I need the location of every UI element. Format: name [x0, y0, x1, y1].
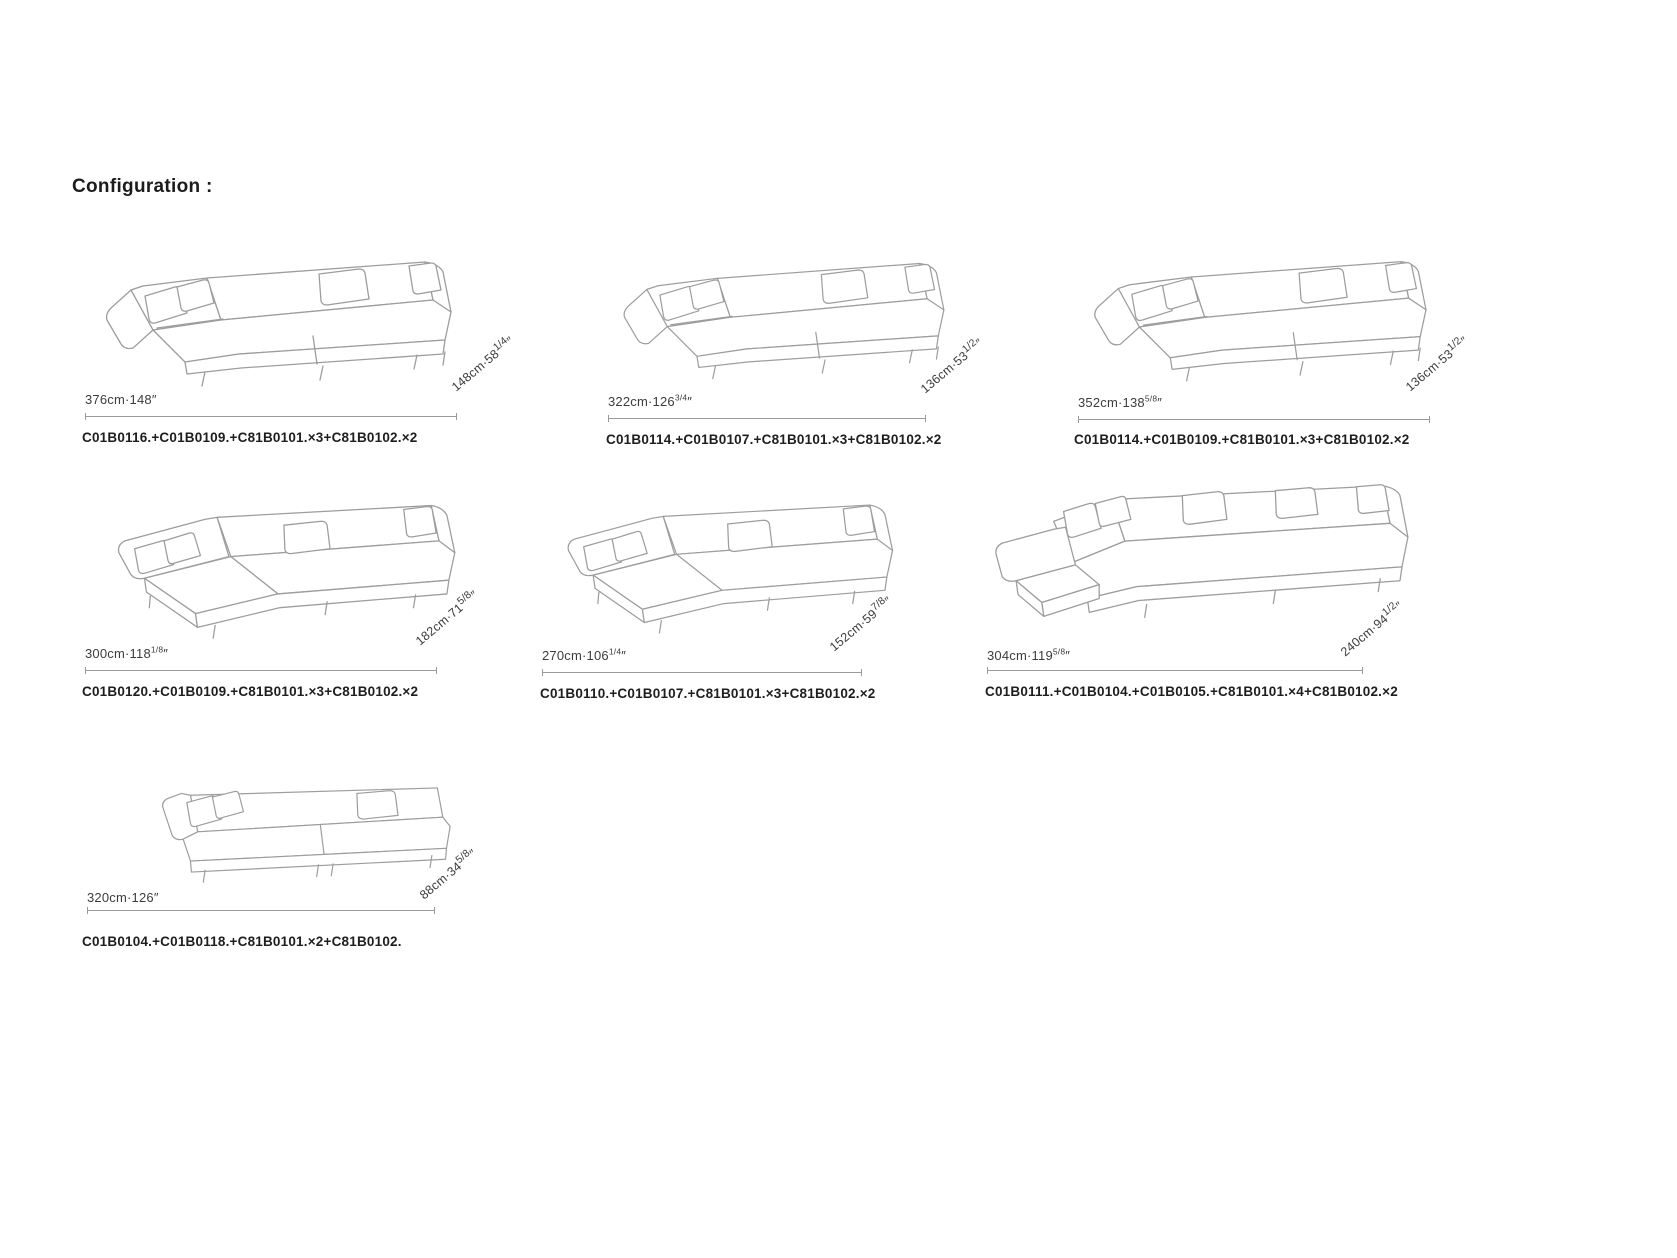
width-value: 320cm·126	[87, 890, 154, 905]
angled-sectional-sofa-drawing	[606, 240, 968, 390]
width-fraction: 3/4	[674, 392, 688, 403]
config-card-5: 152cm·597/8″ 270cm·1061/4″ C01B0110.+C01…	[528, 474, 948, 706]
width-dimension-line	[85, 667, 437, 674]
width-unit: ″	[621, 648, 627, 663]
width-unit: ″	[1157, 395, 1163, 410]
product-code: C01B0116.+C01B0109.+C81B0101.×3+C81B0102…	[82, 430, 418, 445]
width-dimension-label: 270cm·1061/4″	[542, 646, 627, 663]
width-dimension-line	[87, 907, 435, 914]
config-card-2: 136cm·531/2″ 322cm·1263/4″ C01B0114.+C01…	[592, 232, 1012, 452]
page-title: Configuration :	[72, 176, 213, 197]
width-value: 270cm·106	[542, 648, 609, 663]
product-code: C01B0114.+C01B0107.+C81B0101.×3+C81B0102…	[606, 432, 942, 447]
product-code: C01B0110.+C01B0107.+C81B0101.×3+C81B0102…	[540, 686, 876, 701]
chaise-sectional-sofa-drawing	[82, 480, 474, 645]
width-unit: ″	[151, 392, 157, 407]
width-dimension-label: 304cm·1195/8″	[987, 646, 1071, 663]
width-unit: ″	[1065, 648, 1071, 663]
width-fraction: 5/8	[1052, 646, 1066, 657]
width-dimension-line	[987, 667, 1363, 674]
config-card-7: 88cm·345/8″ 320cm·126″ C01B0104.+C01B011…	[70, 758, 540, 958]
width-value: 352cm·138	[1078, 395, 1145, 410]
width-dimension-label: 320cm·126″	[87, 890, 159, 905]
product-code: C01B0114.+C01B0109.+C81B0101.×3+C81B0102…	[1074, 432, 1410, 447]
config-card-6: 240cm·941/2″ 304cm·1195/8″ C01B0111.+C01…	[975, 458, 1445, 708]
angled-sectional-sofa-drawing	[82, 240, 482, 395]
width-dimension-label: 300cm·1181/8″	[85, 644, 169, 661]
width-dimension-line	[1078, 416, 1430, 423]
straight-sofa-drawing	[82, 766, 480, 894]
width-value: 322cm·126	[608, 394, 675, 409]
width-dimension-line	[85, 413, 457, 420]
config-card-3: 136cm·531/2″ 352cm·1385/8″ C01B0114.+C01…	[1060, 232, 1500, 452]
product-code: C01B0120.+C01B0109.+C81B0101.×3+C81B0102…	[82, 684, 419, 699]
width-value: 304cm·119	[987, 648, 1053, 663]
product-code: C01B0111.+C01B0104.+C01B0105.+C81B0101.×…	[985, 684, 1398, 699]
width-fraction: 1/4	[608, 646, 622, 657]
chaise-sectional-sofa-drawing	[542, 480, 902, 640]
width-value: 300cm·118	[85, 646, 151, 661]
width-fraction: 1/8	[150, 644, 164, 655]
config-card-1: 148cm·581/4″ 376cm·148″ C01B0116.+C01B01…	[70, 232, 630, 452]
width-value: 376cm·148	[85, 392, 152, 407]
width-dimension-label: 322cm·1263/4″	[608, 392, 693, 409]
width-fraction: 5/8	[1144, 393, 1158, 404]
width-unit: ″	[153, 890, 159, 905]
width-dimension-label: 376cm·148″	[85, 392, 157, 407]
width-dimension-line	[542, 669, 862, 676]
config-card-4: 182cm·715/8″ 300cm·1181/8″ C01B0120.+C01…	[70, 474, 540, 704]
product-code: C01B0104.+C01B0118.+C81B0101.×2+C81B0102…	[82, 934, 402, 949]
angled-sectional-sofa-drawing	[1076, 240, 1451, 390]
width-unit: ″	[687, 394, 693, 409]
width-dimension-label: 352cm·1385/8″	[1078, 393, 1163, 410]
width-dimension-line	[608, 415, 926, 422]
width-unit: ″	[163, 646, 169, 661]
